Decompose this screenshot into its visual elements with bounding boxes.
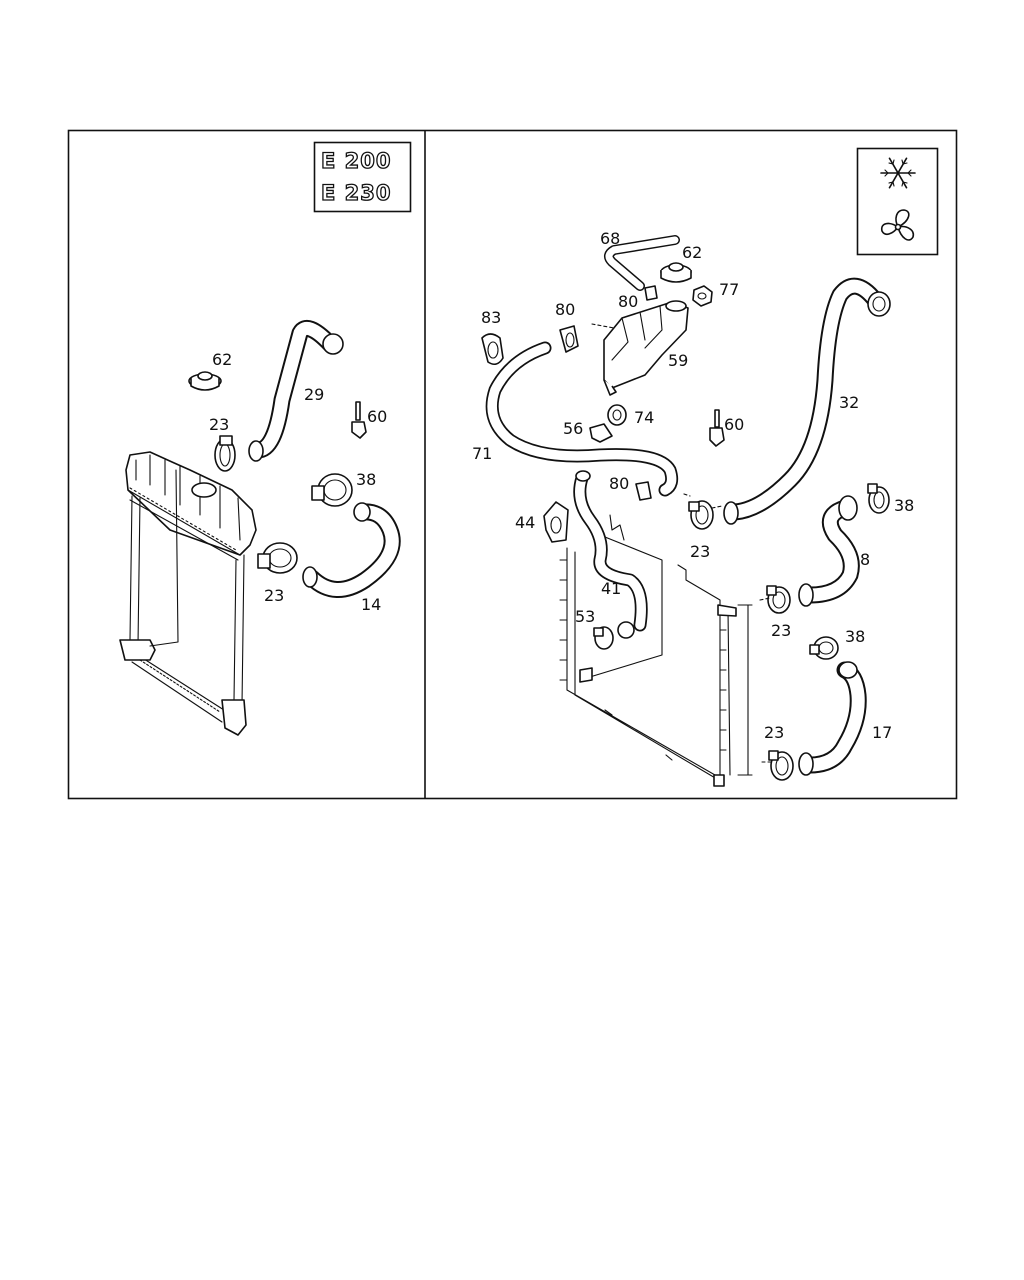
bracket-56 — [589, 423, 613, 443]
callout-71: 71 — [472, 444, 492, 463]
snowflake-icon — [880, 157, 916, 189]
temperature-sensor-60-right — [709, 409, 725, 447]
callout-29: 29 — [304, 385, 324, 404]
engine-badge-box: E 200 E 230 — [313, 141, 412, 213]
temperature-sensor-60 — [351, 401, 367, 439]
overflow-hose-71 — [485, 341, 679, 497]
callout-38-right-upper: 38 — [894, 496, 914, 515]
hose-clamp-38-right-upper — [867, 483, 890, 514]
callout-62-left: 62 — [212, 350, 232, 369]
callout-38-left: 38 — [356, 470, 376, 489]
callout-23-left-lower: 23 — [264, 586, 284, 605]
hose-clamp-23-right-mid — [766, 585, 791, 614]
callout-8: 8 — [860, 550, 870, 569]
callout-80-mid: 80 — [609, 474, 629, 493]
callout-23-right-upper: 23 — [690, 542, 710, 561]
hose-clamp-38-right-lower — [809, 636, 839, 660]
callout-23-left-upper: 23 — [209, 415, 229, 434]
hose-clamp-23-lower — [257, 542, 298, 574]
radiator-right — [559, 514, 753, 787]
clip-83 — [481, 333, 504, 366]
hose-clamp-80-top-left — [559, 325, 579, 353]
hose-17 — [798, 661, 867, 776]
callout-59: 59 — [668, 351, 688, 370]
callout-53: 53 — [575, 607, 595, 626]
callout-41: 41 — [601, 579, 621, 598]
hose-clamp-23-right-lower — [768, 750, 794, 781]
legend-box — [856, 147, 939, 256]
callout-32: 32 — [839, 393, 859, 412]
callout-17: 17 — [872, 723, 892, 742]
hose-holder-44 — [543, 501, 569, 543]
engine-badge-e230: E 230 — [321, 181, 392, 205]
hose-clamp-53 — [593, 626, 614, 650]
callout-38-right-lower: 38 — [845, 627, 865, 646]
grommet-74 — [607, 404, 627, 426]
nut-77 — [692, 285, 713, 307]
callout-77: 77 — [719, 280, 739, 299]
callout-23-right-mid: 23 — [771, 621, 791, 640]
callout-60-left: 60 — [367, 407, 387, 426]
vent-hose-68 — [604, 235, 680, 291]
hose-41 — [573, 470, 648, 639]
hose-clamp-23-right-upper — [688, 500, 714, 530]
callout-62-right: 62 — [682, 243, 702, 262]
radiator-cap-62 — [188, 371, 222, 391]
hose-clamp-80-mid — [635, 481, 652, 501]
callout-44: 44 — [515, 513, 535, 532]
callout-80-top-left: 80 — [555, 300, 575, 319]
radiator-left — [119, 451, 257, 736]
expansion-tank-59 — [603, 300, 689, 396]
left-panel: E 200 E 230 62 — [119, 141, 412, 736]
engine-badge-e200: E 200 — [321, 149, 392, 173]
right-panel: 68 62 80 77 83 80 — [472, 147, 939, 787]
hose-8 — [798, 495, 860, 607]
upper-hose-32 — [723, 277, 891, 525]
callout-68: 68 — [600, 229, 620, 248]
callout-14: 14 — [361, 595, 381, 614]
callout-60-right: 60 — [724, 415, 744, 434]
diagram-frame — [67, 129, 958, 800]
hose-clamp-80-top — [644, 285, 658, 301]
expansion-tank-cap-62 — [660, 262, 692, 283]
callout-74: 74 — [634, 408, 654, 427]
callout-83: 83 — [481, 308, 501, 327]
hose-clamp-23-upper — [214, 435, 236, 472]
callout-56: 56 — [563, 419, 583, 438]
lower-hose-14 — [302, 502, 401, 598]
fan-icon — [880, 209, 915, 241]
upper-hose-29 — [248, 320, 344, 462]
callout-23-right-lower: 23 — [764, 723, 784, 742]
hose-clamp-38-left — [311, 473, 353, 507]
callout-80-top-center: 80 — [618, 292, 638, 311]
